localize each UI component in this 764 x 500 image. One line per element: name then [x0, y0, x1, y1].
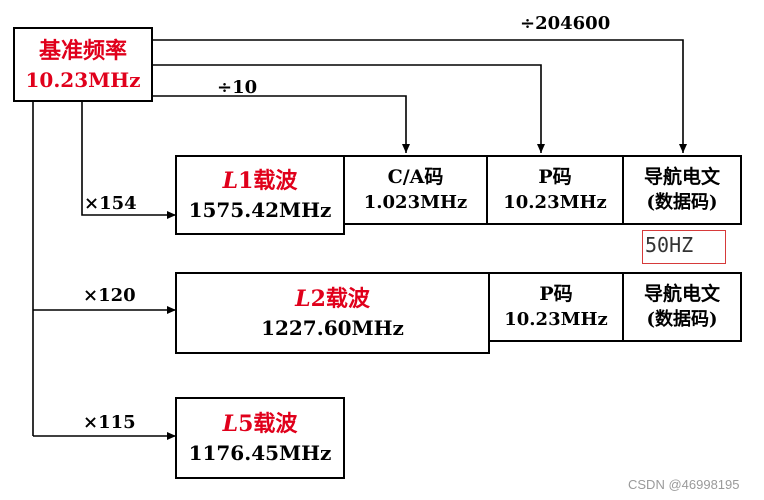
l2-carrier-freq: 1227.60MHz: [261, 316, 404, 340]
nav-divider-line: [152, 39, 687, 153]
l5-carrier-box: L5载波 1176.45MHz: [175, 397, 345, 479]
l2-p-code-box: P码 10.23MHz: [488, 272, 624, 342]
l2-nav-message-name: 导航电文: [643, 283, 720, 305]
l5-multiplier-label: ×115: [83, 412, 136, 433]
reference-freq: 10.23MHz: [25, 67, 141, 92]
l1-p-code-name: P码: [538, 166, 572, 188]
l2-p-code-name: P码: [539, 283, 573, 305]
l2-nav-message-sub: (数据码): [646, 309, 718, 330]
ca-code-name: C/A码: [387, 166, 444, 188]
l1-carrier-title: L1载波: [222, 168, 298, 194]
p-code-feed-line: [152, 64, 545, 153]
l1-nav-message-name: 导航电文: [643, 166, 720, 188]
reference-title: 基准频率: [38, 37, 127, 64]
l1-carrier-box: L1载波 1575.42MHz: [175, 155, 345, 235]
nav-rate-note: 50HZ: [642, 230, 726, 264]
ca-divider-label: ÷10: [217, 77, 258, 98]
l2-nav-message-box: 导航电文 (数据码): [622, 272, 742, 342]
l1-carrier-freq: 1575.42MHz: [188, 198, 332, 222]
l1-p-code-rate: 10.23MHz: [503, 192, 607, 213]
l1-nav-message-sub: (数据码): [646, 192, 718, 213]
ca-code-rate: 1.023MHz: [363, 192, 468, 213]
l2-p-code-rate: 10.23MHz: [504, 309, 608, 330]
l2-carrier-box: L2载波 1227.60MHz: [175, 272, 490, 354]
nav-divider-label: ÷204600: [520, 13, 611, 34]
ca-code-box: C/A码 1.023MHz: [343, 155, 488, 225]
l1-multiplier-label: ×154: [84, 193, 137, 214]
ca-divider-line: [152, 95, 410, 153]
l5-carrier-title: L5载波: [222, 411, 298, 437]
branch-l1-line: [81, 102, 176, 219]
l5-carrier-freq: 1176.45MHz: [188, 441, 332, 465]
reference-frequency-box: 基准频率 10.23MHz: [13, 27, 153, 102]
l1-nav-message-box: 导航电文 (数据码): [622, 155, 742, 225]
l2-carrier-title: L2载波: [295, 286, 370, 312]
l2-multiplier-label: ×120: [83, 285, 136, 306]
l1-p-code-box: P码 10.23MHz: [486, 155, 624, 225]
watermark-text: CSDN @46998195: [628, 477, 740, 492]
